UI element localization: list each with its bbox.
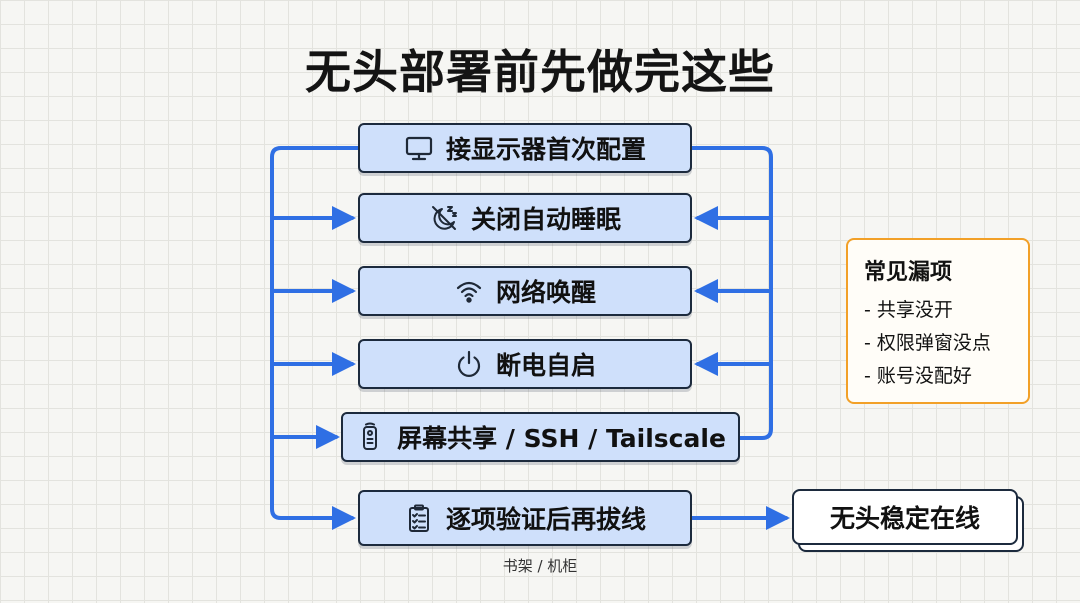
page-title: 无头部署前先做完这些	[305, 45, 775, 99]
note-item: - 共享没开	[864, 299, 953, 321]
step-label: 逐项验证后再拔线	[445, 505, 646, 534]
step-wake-on-lan: 网络唤醒	[358, 266, 692, 316]
caption: 书架 / 机柜	[502, 557, 578, 575]
remote-control-icon	[355, 422, 385, 452]
clipboard-checklist-icon	[404, 503, 434, 533]
result-label: 无头稳定在线	[829, 504, 980, 533]
note-item: - 权限弹窗没点	[864, 332, 991, 354]
note-card: 常见漏项 - 共享没开 - 权限弹窗没点 - 账号没配好	[846, 238, 1030, 404]
step-label: 屏幕共享 / SSH / Tailscale	[397, 424, 726, 453]
step-first-setup: 接显示器首次配置	[358, 123, 692, 173]
step-auto-restart: 断电自启	[358, 339, 692, 389]
note-item: - 账号没配好	[864, 365, 972, 387]
note-title: 常见漏项	[864, 260, 953, 285]
step-label: 网络唤醒	[495, 278, 596, 307]
monitor-icon	[404, 133, 434, 163]
step-remote-access: 屏幕共享 / SSH / Tailscale	[341, 412, 740, 462]
wifi-icon	[454, 276, 484, 306]
result-card: 无头稳定在线	[792, 489, 1018, 545]
left-bus-line	[270, 146, 360, 530]
step-label: 断电自启	[495, 351, 596, 380]
step-label: 接显示器首次配置	[445, 135, 646, 164]
power-icon	[454, 349, 484, 379]
step-verify-unplug: 逐项验证后再拔线	[358, 490, 692, 546]
step-label: 关闭自动睡眠	[470, 205, 621, 234]
sleep-off-icon	[429, 203, 459, 233]
step-disable-sleep: 关闭自动睡眠	[358, 193, 692, 243]
